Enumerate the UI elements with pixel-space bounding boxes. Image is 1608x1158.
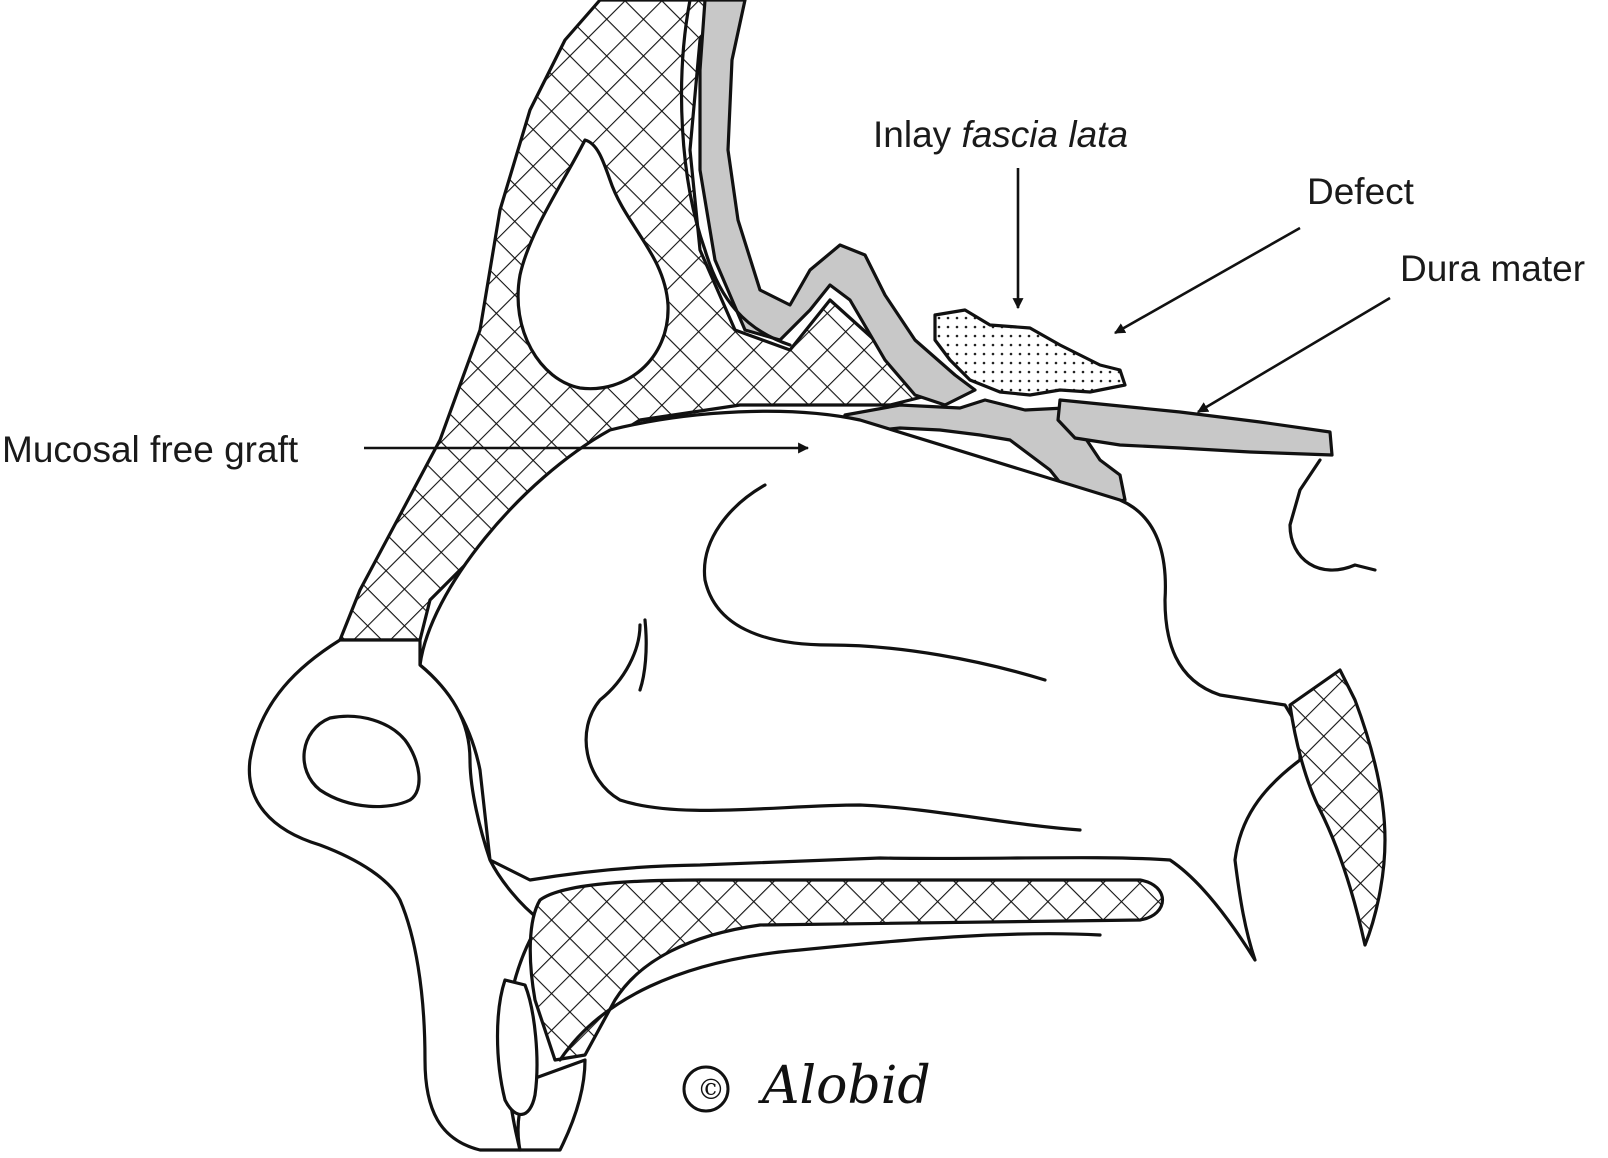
label-dura-mater: Dura mater bbox=[1400, 250, 1585, 287]
signature-text: Alobid bbox=[758, 1056, 931, 1116]
copyright-c: © bbox=[697, 1073, 725, 1106]
label-mucosal-free-graft: Mucosal free graft bbox=[2, 431, 298, 468]
hard-palate-hatched bbox=[530, 880, 1162, 1060]
dura-mater-band bbox=[1058, 400, 1332, 455]
inlay-italic: fascia lata bbox=[961, 114, 1128, 155]
upper-lip bbox=[498, 980, 537, 1114]
label-defect: Defect bbox=[1307, 173, 1414, 210]
copyright-signature: © Alobid bbox=[684, 1056, 931, 1116]
sphenoid-recess bbox=[1290, 460, 1375, 570]
inlay-prefix: Inlay bbox=[873, 114, 961, 155]
nasal-cavity-outline bbox=[420, 411, 1300, 960]
label-inlay-fascia-lata: Inlay fascia lata bbox=[873, 116, 1128, 153]
defect-arrow bbox=[1115, 228, 1300, 333]
posterior-hatched bbox=[1290, 670, 1385, 945]
dura-mater-arrow bbox=[1198, 298, 1390, 412]
